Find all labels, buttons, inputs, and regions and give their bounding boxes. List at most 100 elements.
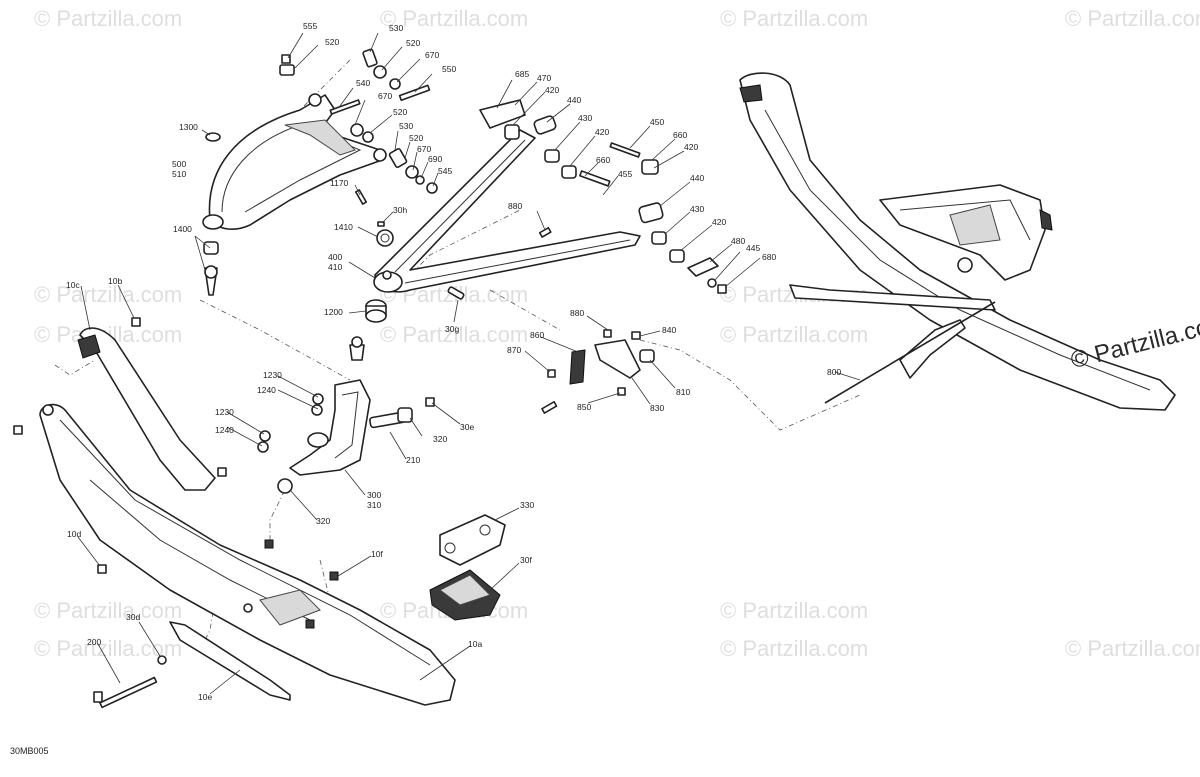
watermark: © Partzilla.com: [720, 636, 869, 661]
callout-540: 540: [356, 78, 370, 88]
callout-860: 860: [530, 330, 544, 340]
callout-1230: 1230: [263, 370, 282, 380]
callout-830: 830: [650, 403, 664, 413]
upper-arm-hardware[interactable]: [205, 48, 438, 194]
lower-arm-hardware[interactable]: [479, 99, 727, 294]
callout-520: 520: [406, 38, 420, 48]
spindle[interactable]: [257, 379, 435, 494]
callout-520: 520: [393, 107, 407, 117]
callout-1240: 1240: [215, 425, 234, 435]
callout-430: 430: [690, 204, 704, 214]
ski-runner[interactable]: [169, 621, 291, 701]
watermark: © Partzilla.com: [380, 322, 529, 347]
callout-850: 850: [577, 402, 591, 412]
callout-1240: 1240: [257, 385, 276, 395]
callout-430: 430: [578, 113, 592, 123]
callout-400: 400: [328, 252, 342, 262]
callout-210: 210: [406, 455, 420, 465]
callout-1170: 1170: [330, 178, 349, 188]
callout-500: 500: [172, 159, 186, 169]
watermark: © Partzilla.com: [34, 282, 183, 307]
watermark: © Partzilla.com: [720, 598, 869, 623]
callout-330: 330: [520, 500, 534, 510]
bushing-1200[interactable]: [349, 299, 387, 361]
callout-480: 480: [731, 236, 745, 246]
callout-555: 555: [303, 21, 317, 31]
callout-685: 685: [515, 69, 529, 79]
callout-530: 530: [389, 23, 403, 33]
steering-rod[interactable]: [824, 301, 996, 404]
left-ski[interactable]: [13, 403, 456, 706]
callout-1410: 1410: [334, 222, 353, 232]
watermark: © Partzilla.com: [34, 598, 183, 623]
callout-1230: 1230: [215, 407, 234, 417]
callout-420: 420: [712, 217, 726, 227]
callout-10d: 10d: [67, 529, 81, 539]
callout-520: 520: [409, 133, 423, 143]
callout-320: 320: [433, 434, 447, 444]
callout-1400: 1400: [173, 224, 192, 234]
watermark: © Partzilla.com: [34, 6, 183, 31]
callout-10e: 10e: [198, 692, 212, 702]
watermark: © Partzilla.com: [720, 6, 869, 31]
watermark: © Partzilla.com: [34, 636, 183, 661]
callout-30e: 30e: [460, 422, 474, 432]
callout-810: 810: [676, 387, 690, 397]
callout-30g: 30g: [445, 324, 459, 334]
callout-300: 300: [367, 490, 381, 500]
ball-joint[interactable]: [203, 241, 219, 296]
diagram-code: 30MB005: [10, 746, 49, 756]
callout-670: 670: [417, 144, 431, 154]
callout-660: 660: [673, 130, 687, 140]
callout-680: 680: [762, 252, 776, 262]
callout-445: 445: [746, 243, 760, 253]
callout-800: 800: [827, 367, 841, 377]
callout-690: 690: [428, 154, 442, 164]
callout-labels: 555 520 530 520 670 550 540 670 520 1300…: [66, 21, 841, 702]
callout-320: 320: [316, 516, 330, 526]
callout-420: 420: [545, 85, 559, 95]
callout-450: 450: [650, 117, 664, 127]
leader-lines: [77, 32, 861, 695]
callout-455: 455: [618, 169, 632, 179]
callout-880: 880: [508, 201, 522, 211]
callout-30h: 30h: [393, 205, 407, 215]
callout-200: 200: [87, 637, 101, 647]
clip-30g[interactable]: [447, 286, 465, 300]
callout-530: 530: [399, 121, 413, 131]
callout-1200: 1200: [324, 307, 343, 317]
ski-bracket-330[interactable]: [439, 514, 506, 566]
callout-10b: 10b: [108, 276, 122, 286]
callout-10f: 10f: [371, 549, 383, 559]
callout-840: 840: [662, 325, 676, 335]
callout-440: 440: [690, 173, 704, 183]
callout-520: 520: [325, 37, 339, 47]
callout-420: 420: [595, 127, 609, 137]
steering-linkage[interactable]: [541, 329, 655, 414]
lower-a-arm[interactable]: [373, 129, 641, 293]
callout-510: 510: [172, 169, 186, 179]
callout-1300: 1300: [179, 122, 198, 132]
upper-a-arm[interactable]: [202, 93, 387, 230]
callout-670: 670: [378, 91, 392, 101]
watermark: © Partzilla.com: [720, 322, 869, 347]
callout-310: 310: [367, 500, 381, 510]
callout-880: 880: [570, 308, 584, 318]
callout-420: 420: [684, 142, 698, 152]
callout-30d: 30d: [126, 612, 140, 622]
callout-30f: 30f: [520, 555, 532, 565]
grease-fitting-parts[interactable]: [354, 189, 394, 247]
callout-440: 440: [567, 95, 581, 105]
ski-pad-30f[interactable]: [429, 569, 501, 621]
watermark: © Partzilla.com: [1065, 636, 1200, 661]
assembled-ski[interactable]: [739, 72, 1176, 411]
callout-10c: 10c: [66, 280, 80, 290]
callout-550: 550: [442, 64, 456, 74]
ski-handle[interactable]: [77, 317, 227, 491]
callout-410: 410: [328, 262, 342, 272]
callout-660: 660: [596, 155, 610, 165]
ski-bolt[interactable]: [93, 655, 167, 709]
callout-10a: 10a: [468, 639, 482, 649]
watermark: © Partzilla.com: [380, 6, 529, 31]
callout-470: 470: [537, 73, 551, 83]
